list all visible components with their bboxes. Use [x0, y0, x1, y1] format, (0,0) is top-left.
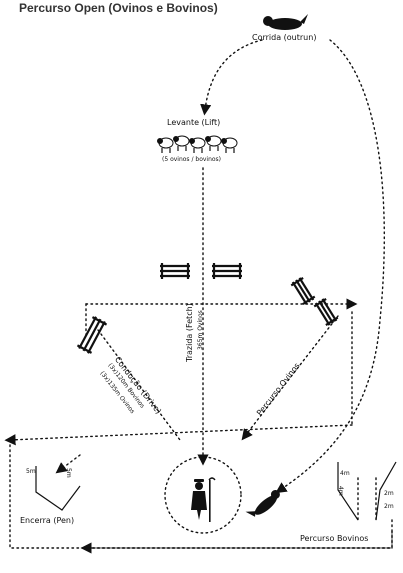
gate-cross-lower [313, 298, 339, 326]
shed-dim-c: 2m [384, 490, 394, 497]
outrun-label: Corrida (outrun) [252, 33, 317, 42]
fetch-label: Trazida (Fetch) [185, 303, 194, 362]
drive-path [97, 329, 181, 441]
lift-sub-label: (5 ovinos / bovinos) [162, 156, 222, 163]
outrun-path-right [275, 39, 385, 494]
lift-label: Levante (Lift) [167, 118, 221, 127]
pen-dim-b: 5m [65, 468, 72, 478]
gate-icon [76, 263, 339, 354]
shed-dim-d: 2m [384, 503, 394, 510]
fetch-sub-label: 365m Ovinos [197, 310, 204, 350]
gate-cross-upper [290, 277, 316, 305]
pen-enclosure [35, 466, 81, 511]
dog-icon-cattle [245, 489, 280, 517]
shed-dim-b: 4m [337, 486, 344, 496]
pen-label: Encerra (Pen) [20, 516, 75, 525]
gate-drive-left [76, 316, 108, 354]
post-circle [164, 456, 242, 534]
pen-dim-a: 5m [26, 468, 36, 475]
return-path [4, 424, 353, 446]
gate-fetch-left [160, 263, 190, 279]
dog-icon [263, 14, 308, 30]
outrun-path [200, 39, 263, 116]
page-title: Percurso Open (Ovinos e Bovinos) [19, 1, 218, 15]
sheep-flock-icon [157, 135, 238, 153]
shepherd-icon [191, 477, 216, 522]
shed-funnel [337, 461, 397, 521]
cattle-course-label: Percurso Bovinos [300, 534, 369, 543]
shed-dim-a: 4m [340, 470, 350, 477]
cattle-return-path [80, 519, 393, 554]
gate-fetch-right [212, 263, 242, 279]
sheep-course-path [241, 315, 339, 441]
